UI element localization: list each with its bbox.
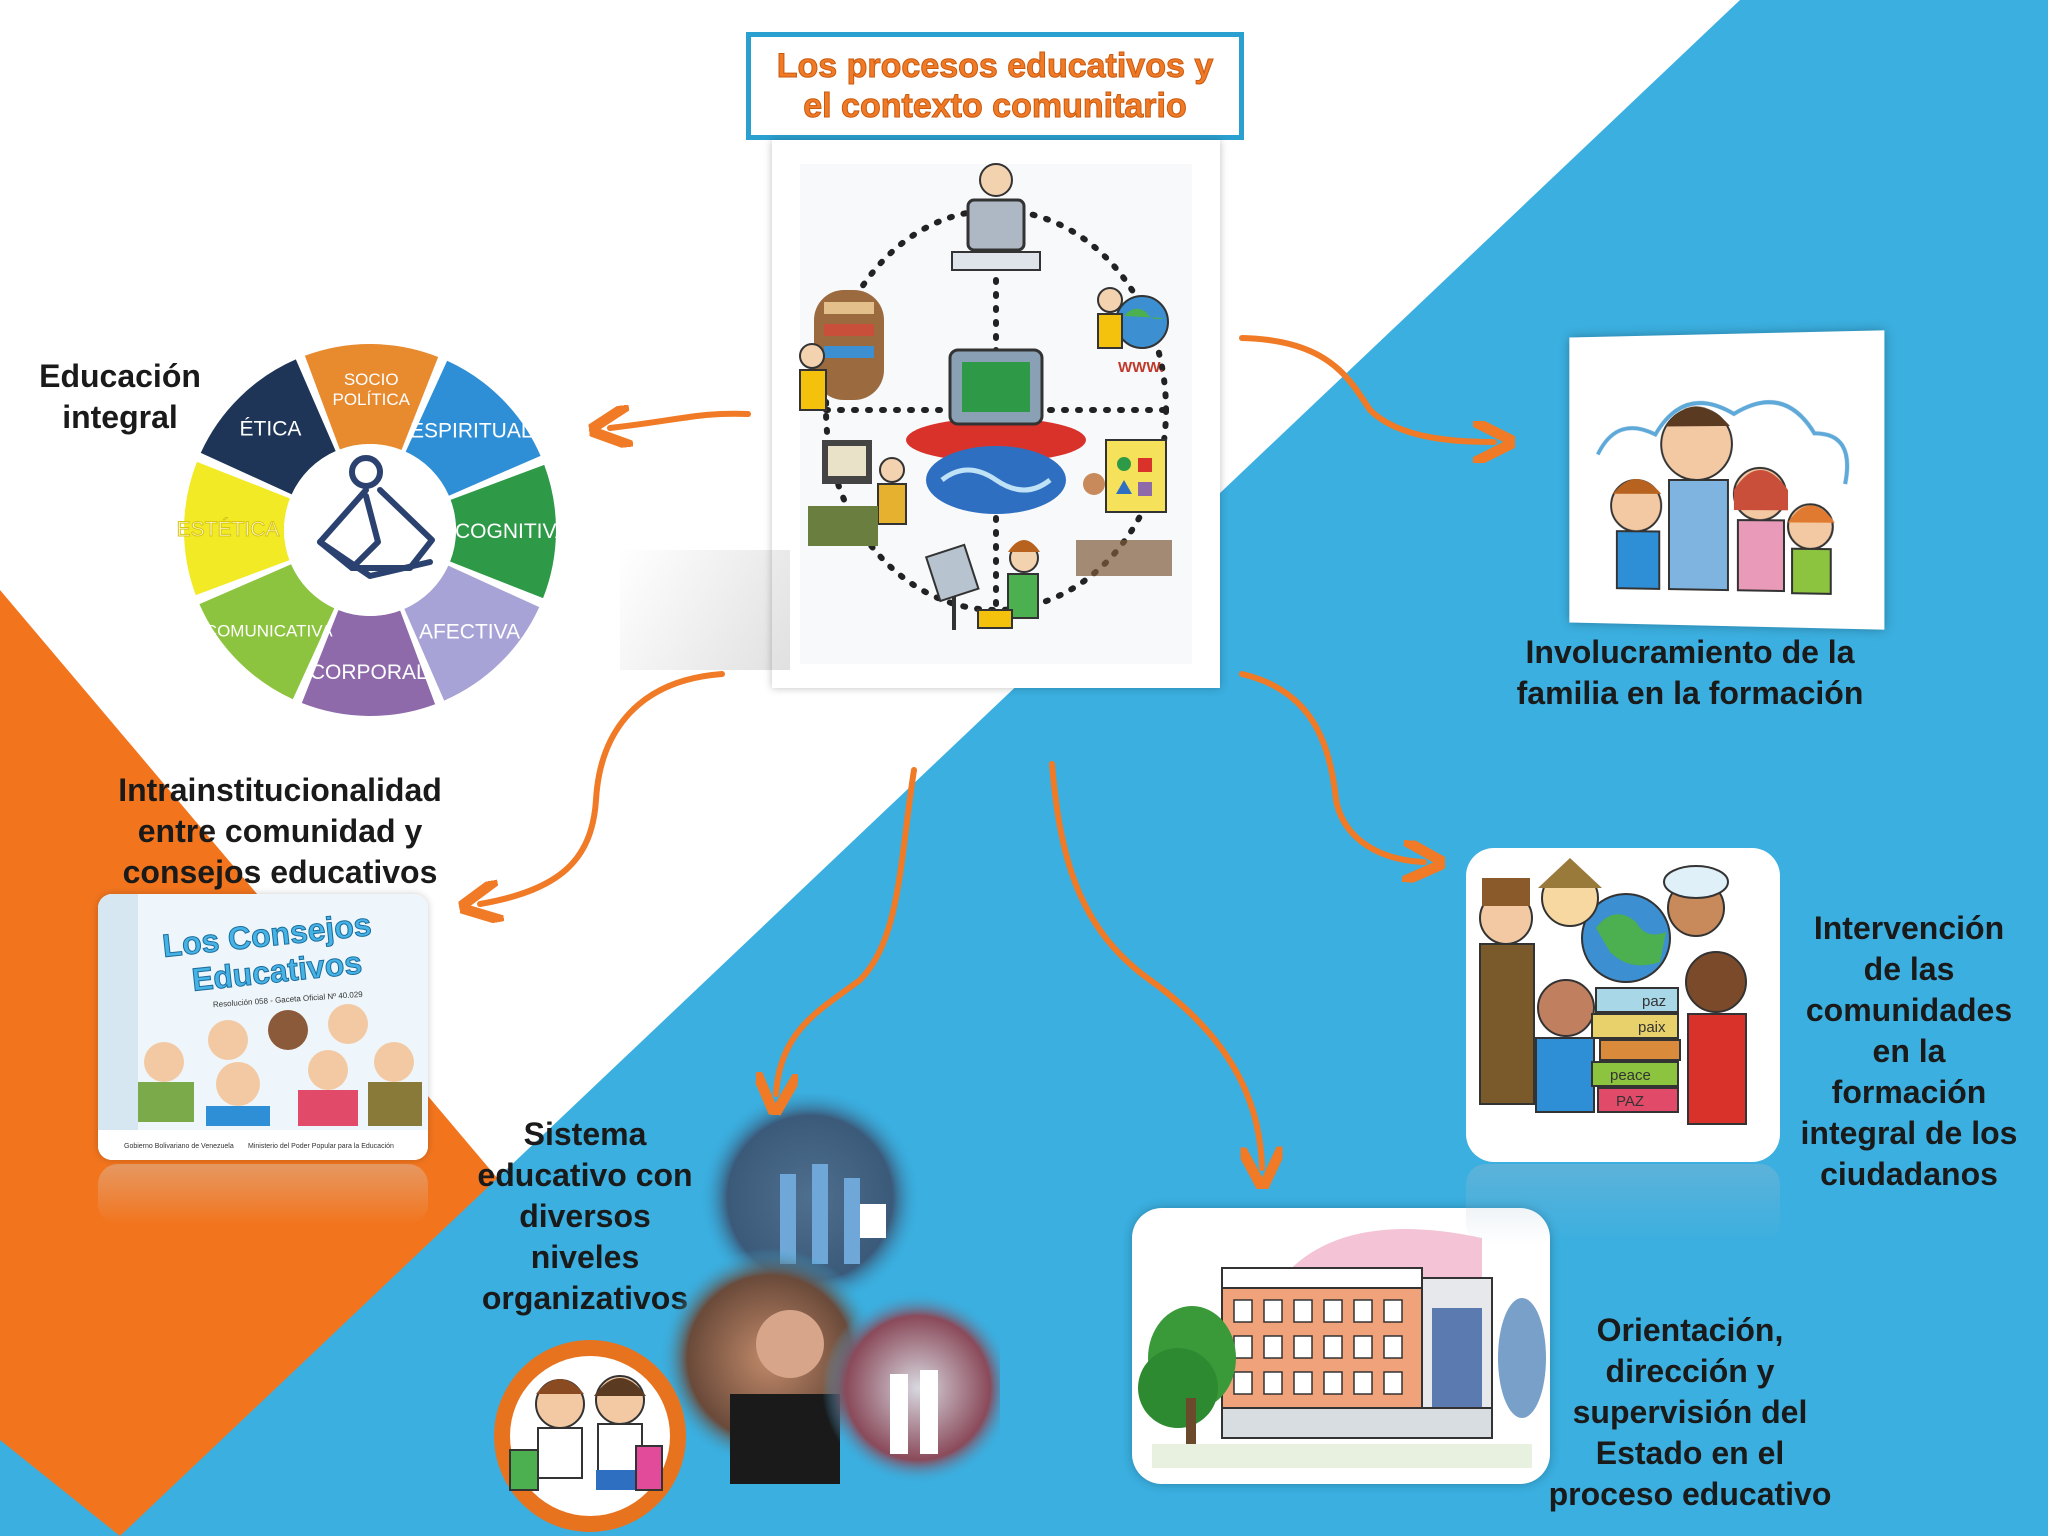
arrow-to-sistema	[776, 767, 917, 1094]
school-building-image	[1132, 1208, 1550, 1484]
building-window	[1263, 1299, 1283, 1323]
wheel-segment	[184, 461, 290, 596]
wheel-segment	[200, 359, 336, 495]
building-window	[1293, 1335, 1313, 1359]
building-window	[1353, 1299, 1373, 1323]
estado-label: Orientación, dirección y supervisión del…	[1548, 1312, 1832, 1512]
familia-label: Involucramiento de la familia en la form…	[1516, 634, 1864, 711]
library-icon	[799, 290, 884, 411]
center-card-shadow	[620, 550, 790, 670]
students-photo-collage	[480, 1088, 1014, 1536]
students-collage-illustration	[494, 1088, 1014, 1532]
wheel-segment	[405, 360, 541, 496]
world-children-illustration: paz paix peace PAZ	[1479, 858, 1747, 1125]
arrow-to-intra	[480, 671, 725, 904]
family-illustration	[1569, 330, 1884, 629]
computer-icon	[906, 348, 1086, 514]
wheel-segment	[450, 464, 556, 599]
arrow-to-familia	[1239, 335, 1494, 442]
wheel-segment-label: ÉTICA	[240, 418, 302, 441]
sistema-label: Sistema educativo con diversos niveles o…	[477, 1116, 693, 1316]
arrow-to-comunidades	[1239, 671, 1424, 862]
building-window	[1293, 1371, 1313, 1395]
building-window	[1263, 1335, 1283, 1359]
book-footer-left: Gobierno Bolivariano de Venezuela	[124, 1143, 234, 1150]
intra-label: Intrainstitucionalidad entre comunidad y…	[118, 772, 442, 890]
book-footer-right: Ministerio del Poder Popular para la Edu…	[248, 1143, 394, 1150]
consejos-educativos-book: Los Consejos Educativos Resolución 058 -…	[98, 894, 428, 1160]
peace-word-2: paix	[1638, 1019, 1666, 1036]
wheel-segment-label: COGNITIVA	[455, 520, 569, 543]
learning-board-icon	[1076, 439, 1172, 576]
wheel-label: Educación integral	[39, 358, 201, 435]
wheel-segment-label: ESTÉTICA	[177, 518, 280, 541]
arrow-to-estado	[1049, 761, 1262, 1168]
wheel-segment-label: ESPIRITUAL	[410, 419, 533, 442]
building-window	[1383, 1371, 1403, 1395]
world-children-reflection	[1466, 1164, 1780, 1244]
building-window	[1263, 1371, 1283, 1395]
peace-word-4: PAZ	[1616, 1093, 1644, 1110]
building-window	[1233, 1371, 1253, 1395]
building-window	[1293, 1299, 1313, 1323]
building-window	[1323, 1371, 1343, 1395]
peace-word-3: peace	[1610, 1067, 1651, 1084]
building-window	[1323, 1335, 1343, 1359]
top-computer-user-icon	[951, 163, 1041, 271]
wheel-segment-label: AFECTIVA	[419, 620, 520, 643]
wheel-segment-label: CORPORAL	[310, 661, 428, 684]
education-network-illustration: WWW.	[799, 163, 1192, 664]
arrow-to-educacion-integral	[610, 414, 751, 428]
wheel-segment-label: COMUNICATIVA	[205, 622, 333, 641]
meditation-figure-icon	[317, 455, 435, 579]
consejos-reflection	[98, 1164, 428, 1224]
cartoon-students-icon	[509, 1375, 663, 1491]
building-window	[1383, 1299, 1403, 1323]
classroom-icon	[808, 440, 907, 546]
building-window	[1383, 1335, 1403, 1359]
building-window	[1233, 1299, 1253, 1323]
school-building-illustration	[1138, 1229, 1546, 1468]
comunidades-label: Intervención de las comunidades en la fo…	[1800, 910, 2018, 1192]
wheel-segment	[301, 610, 436, 716]
wheel-segment	[199, 564, 335, 700]
world-children-image: paz paix peace PAZ	[1466, 848, 1780, 1162]
diagram-title: Los procesos educativos y el contexto co…	[746, 32, 1244, 140]
wheel-segment	[304, 344, 439, 450]
building-window	[1353, 1371, 1373, 1395]
consejos-cover-illustration: Los Consejos Educativos Resolución 058 -…	[98, 894, 428, 1160]
wheel-segment	[404, 565, 540, 701]
building-window	[1353, 1335, 1373, 1359]
robot-and-student-icon	[924, 540, 1040, 630]
peace-word-1: paz	[1642, 993, 1666, 1010]
center-illustration: WWW.	[772, 140, 1220, 688]
globe-icon	[1097, 287, 1169, 349]
family-image	[1569, 330, 1885, 630]
www-label: WWW.	[1118, 359, 1164, 376]
building-window	[1323, 1299, 1343, 1323]
